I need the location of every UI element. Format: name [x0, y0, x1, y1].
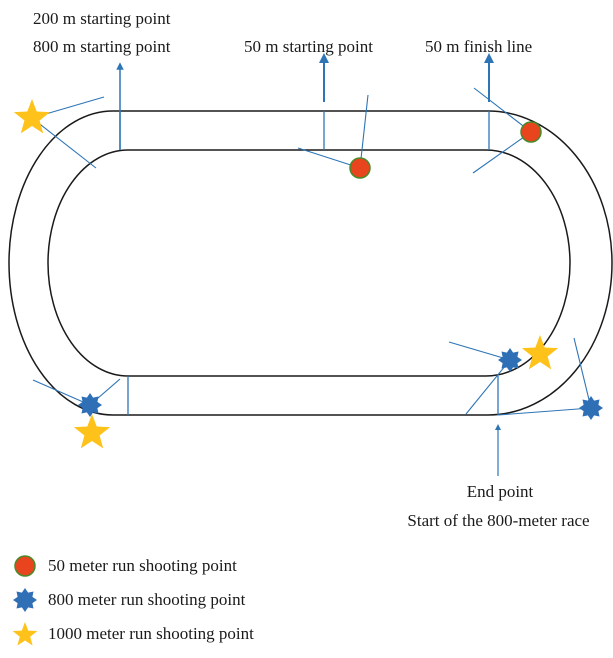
shooting-point-800m — [579, 396, 603, 420]
track-inner-edge — [47, 149, 571, 377]
label-800m-start: 800 m starting point — [33, 37, 171, 56]
shooting-points — [13, 99, 603, 449]
label-800-race-start: Start of the 800-meter race — [407, 511, 590, 530]
view-line — [297, 147, 361, 169]
view-line — [573, 337, 592, 409]
label-end-point: End point — [466, 482, 534, 501]
view-line — [472, 131, 532, 174]
view-line — [473, 87, 532, 133]
shooting-point-1000m — [73, 414, 111, 449]
legend-label: 800 meter run shooting point — [48, 590, 246, 609]
eight-point-star-icon — [13, 588, 37, 612]
shooting-point-50m-start — [349, 157, 371, 179]
label-50m-start: 50 m starting point — [244, 37, 373, 56]
legend-item-50m: 50 meter run shooting point — [12, 553, 237, 579]
legend-label: 1000 meter run shooting point — [48, 624, 254, 643]
label-200m-start: 200 m starting point — [33, 9, 171, 28]
label-50m-finish: 50 m finish line — [425, 37, 533, 56]
view-line — [465, 359, 511, 415]
view-line — [497, 407, 592, 416]
view-line — [359, 94, 369, 169]
shooting-point-1000m — [13, 99, 51, 134]
legend-label: 50 meter run shooting point — [48, 556, 237, 575]
circle-icon — [14, 555, 36, 577]
shooting-point-1000m — [521, 335, 559, 370]
shooting-point-50m-finish — [520, 121, 542, 143]
legend-item-1000m: 1000 meter run shooting point — [12, 621, 254, 647]
five-point-star-icon — [12, 622, 38, 646]
shooting-point-800m — [498, 348, 522, 372]
view-line — [448, 341, 511, 361]
track-outer-edge — [8, 110, 613, 416]
legend-item-800m: 800 meter run shooting point — [12, 587, 245, 613]
shooting-point-800m — [78, 393, 102, 417]
view-line — [31, 117, 97, 169]
view-line — [32, 379, 91, 406]
